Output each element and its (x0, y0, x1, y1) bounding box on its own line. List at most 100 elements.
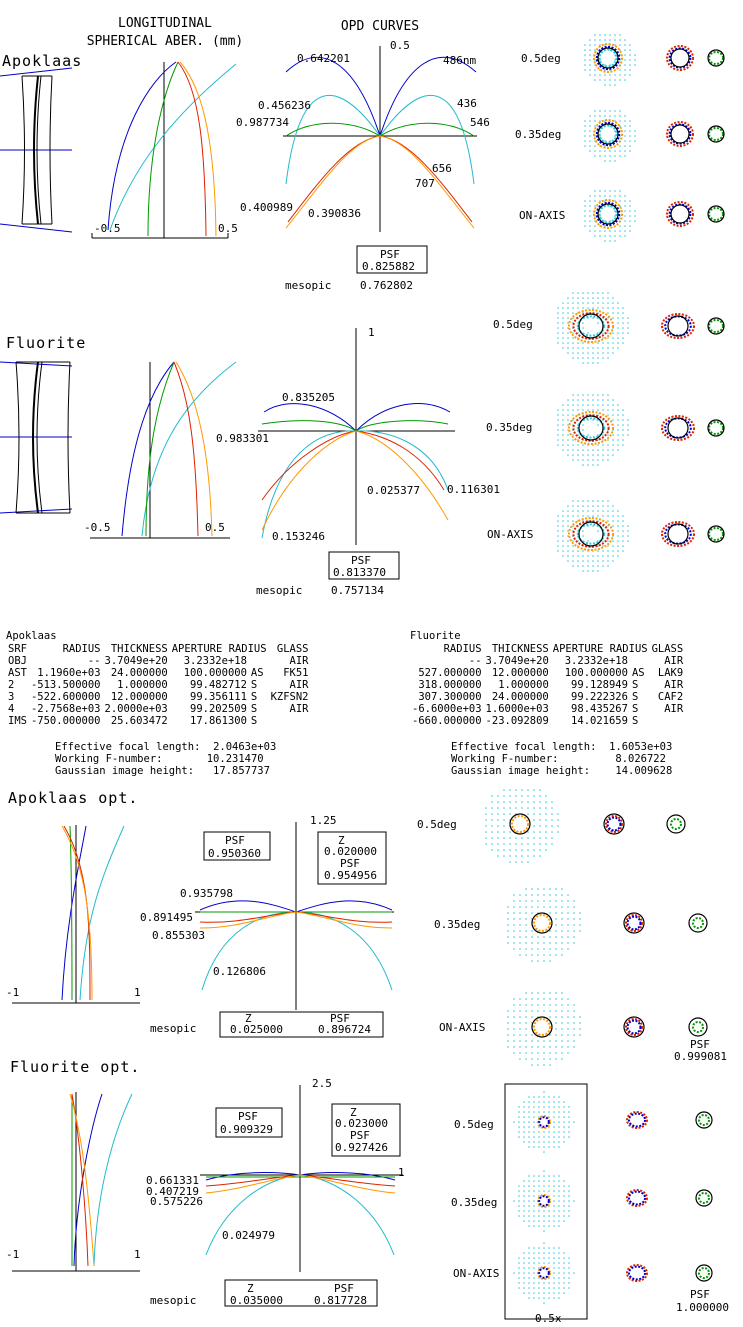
spot-scatter (507, 942, 509, 944)
spot-scatter (557, 414, 559, 416)
spot-scatter (597, 297, 599, 299)
spot-scatter (617, 332, 619, 334)
spot-scatter (604, 145, 606, 147)
spot-scatter (558, 1111, 560, 1113)
spot-scatter (533, 1106, 535, 1108)
spot-scatter (485, 825, 487, 827)
spot-scatter (567, 510, 569, 512)
lens-diagram (0, 67, 73, 233)
spot-scatter (627, 429, 629, 431)
spot-scatter (543, 1190, 545, 1192)
spot-diagram (664, 315, 692, 337)
spot-scatter (629, 145, 631, 147)
spot-scatter (629, 205, 631, 207)
spot-scatter (629, 135, 631, 137)
spot-scatter (561, 918, 563, 920)
spot-scatter (525, 1004, 527, 1006)
opd-value: 0.025377 (367, 484, 420, 497)
spot-scatter (503, 837, 505, 839)
spot-diagram (698, 1192, 710, 1204)
prescription-table-fluorite: RADIUS THICKNESS APERTURE RADIUS GLASS -… (410, 643, 685, 727)
spot-scatter (589, 145, 591, 147)
spot-scatter (627, 535, 629, 537)
spot-scatter (531, 900, 533, 902)
spot-scatter (561, 1016, 563, 1018)
spot-scatter (557, 525, 559, 527)
lsa-curve-orange (69, 1093, 95, 1267)
spot-scatter (538, 1287, 540, 1289)
spot-scatter (555, 936, 557, 938)
spot-scatter (577, 399, 579, 401)
spot-scatter (558, 1101, 560, 1103)
table-cell: 2.0000e+03 (104, 703, 168, 715)
spot-scatter (561, 930, 563, 932)
section-title: Fluorite opt. (10, 1058, 140, 1076)
spot-scatter (587, 292, 589, 294)
spot-scatter (573, 1010, 575, 1012)
spot-scatter (594, 235, 596, 237)
spot-scatter (624, 235, 626, 237)
spot-scatter (612, 352, 614, 354)
spot-scatter (594, 125, 596, 127)
spot-scatter (548, 1297, 550, 1299)
lsa-curve-blue (107, 61, 177, 231)
spot-scatter (607, 449, 609, 451)
spot-scatter (549, 954, 551, 956)
spot-scatter (584, 200, 586, 202)
spot-scatter (528, 1185, 530, 1187)
spot-scatter (589, 69, 591, 71)
spot-scatter (612, 525, 614, 527)
spot-scatter (533, 813, 535, 815)
airy-ring (578, 415, 604, 441)
spot-scatter (607, 434, 609, 436)
spot-scatter (599, 74, 601, 76)
spot-scatter (549, 960, 551, 962)
spot-scatter (573, 930, 575, 932)
spot-scatter (634, 215, 636, 217)
spot-scatter (537, 1064, 539, 1066)
spot-scatter (555, 894, 557, 896)
spot-scatter (491, 807, 493, 809)
opd-value: 0.983301 (216, 432, 269, 445)
spot-scatter (567, 1016, 569, 1018)
spot-scatter (537, 960, 539, 962)
spot-scatter (582, 565, 584, 567)
spot-scatter (602, 555, 604, 557)
spot-scatter (622, 332, 624, 334)
spot-scatter (568, 1126, 570, 1128)
spot-scatter (604, 44, 606, 46)
table-cell: AS (250, 667, 264, 679)
spot-scatter (584, 64, 586, 66)
spot-scatter (551, 807, 553, 809)
spot-scatter (518, 1272, 520, 1274)
spot-scatter (545, 837, 547, 839)
spot-scatter (612, 302, 614, 304)
scale-box (504, 1083, 588, 1320)
spot-scatter (612, 312, 614, 314)
spot-scatter (543, 1287, 545, 1289)
spot-scatter (607, 454, 609, 456)
airy-ring (688, 913, 708, 933)
spot-scatter (622, 409, 624, 411)
spot-scatter (538, 1225, 540, 1227)
opd-title: OPD CURVES (341, 19, 419, 34)
table-cell: 307.300000 (418, 691, 482, 703)
spot-scatter (599, 150, 601, 152)
spot-scatter (572, 520, 574, 522)
spot-scatter (518, 1195, 520, 1197)
table-cell (269, 715, 311, 727)
section-title: Apoklaas (2, 52, 82, 70)
table-cell: 14.021659 (571, 715, 628, 727)
spot-scatter (537, 1010, 539, 1012)
spot-scatter (612, 515, 614, 517)
spot-scatter (567, 322, 569, 324)
spot-scatter (573, 1040, 575, 1042)
spot-scatter (577, 459, 579, 461)
spot-scatter (619, 110, 621, 112)
spot-scatter (537, 1004, 539, 1006)
spot-scatter (561, 888, 563, 890)
spot-scatter (507, 1010, 509, 1012)
spot-scatter (543, 1185, 545, 1187)
spot-scatter (599, 79, 601, 81)
